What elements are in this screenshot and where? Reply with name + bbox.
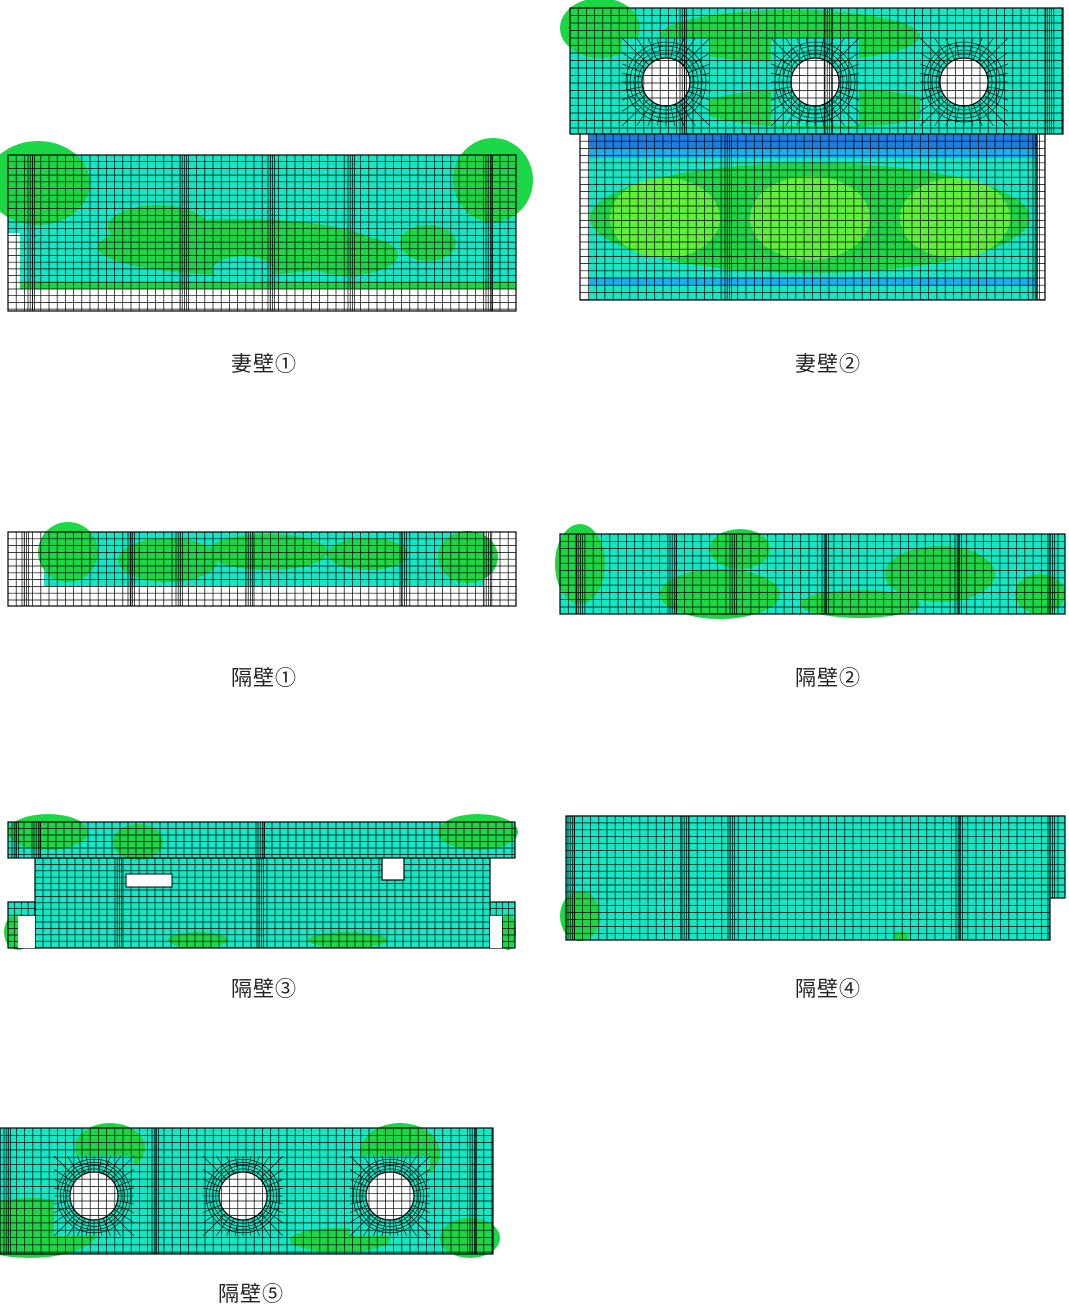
contour-cyan-top [8,822,515,858]
contour-lightblue-band [589,148,1037,158]
fem-mesh-kaku3 [4,814,518,950]
caption-kaku1: 隔壁① [231,666,297,690]
mesh-grid-kaku5 [0,1127,493,1254]
opening-square [382,858,404,880]
contour-green-2 [208,534,328,570]
contour-green-b2 [308,932,388,948]
mesh-unstressed-left [18,916,35,948]
contour-green-upper-left [560,0,640,58]
fem-mesh-kaku5 [0,1123,500,1258]
contour-green-1 [660,569,780,619]
panel-tsuma1 [0,138,533,313]
contour-cyan-patch [213,256,273,284]
contour-green-t1 [113,824,163,860]
contour-green-left [555,524,605,604]
contour-green-2 [710,529,770,569]
contour-lightblue-bottom [589,278,1037,286]
contour-green-left [38,522,98,582]
opening-rect [126,874,172,887]
caption-kaku4: 隔壁④ [795,977,861,1001]
fem-mesh-kaku1 [7,522,517,607]
contour-green-3 [885,546,995,602]
panel-kaku2 [555,524,1066,619]
hole-1 [641,57,691,107]
contour-lightgreen-1 [610,178,720,258]
panel-kaku1 [7,522,518,607]
contour-green-left [108,205,208,249]
contour-green-spot [893,932,909,940]
mesh-grid-kaku2-border [559,533,1066,615]
caption-kaku5: 隔壁⑤ [218,1282,284,1306]
hole-3-radial-mesh [919,37,1009,127]
contour-green-right [438,531,498,583]
contour-lightgreen-3 [900,178,1010,258]
contour-green-topright [453,138,533,222]
fem-mesh-tsuma1 [0,138,533,312]
mesh-grid-tsuma1-border [7,154,517,312]
opening-square-border [381,857,405,881]
hole-2-radial-mesh [202,1155,284,1237]
fem-mesh-tsuma2 [560,0,1064,301]
panel-kaku5 [0,1123,500,1258]
caption-kaku3: 隔壁③ [231,977,297,1001]
mesh-unstressed-right [490,916,502,948]
caption-tsuma1: 妻壁① [231,352,297,376]
mesh-grid-tsuma2-lower-border [579,133,1046,301]
contour-green-3 [328,538,408,570]
panel-kaku3 [4,814,518,950]
outline-kaku4 [565,815,1066,941]
mesh-grid-kaku1-border [7,531,517,607]
fem-mesh-kaku4 [560,815,1066,941]
contour-green-tr [438,814,518,850]
mesh-grid-kaku4 [566,816,1065,940]
contour-green-right [1015,574,1065,614]
mesh-grid-kaku5-border [0,1127,494,1255]
mesh-grid-kaku4-group [566,816,1065,940]
contour-green-far-right [400,225,456,261]
opening-rect-border [125,873,173,888]
contour-green-1 [118,538,218,582]
contour-green-4 [800,590,920,618]
panel-kaku4 [560,815,1066,942]
panel-tsuma2 [560,0,1064,308]
fem-mesh-kaku2 [555,524,1066,619]
caption-kaku2: 隔壁② [795,666,861,690]
contour-lightgreen-2 [750,176,870,260]
contour-green-b1 [168,932,228,948]
contour-green-br [500,914,516,950]
caption-tsuma2: 妻壁② [795,352,861,376]
